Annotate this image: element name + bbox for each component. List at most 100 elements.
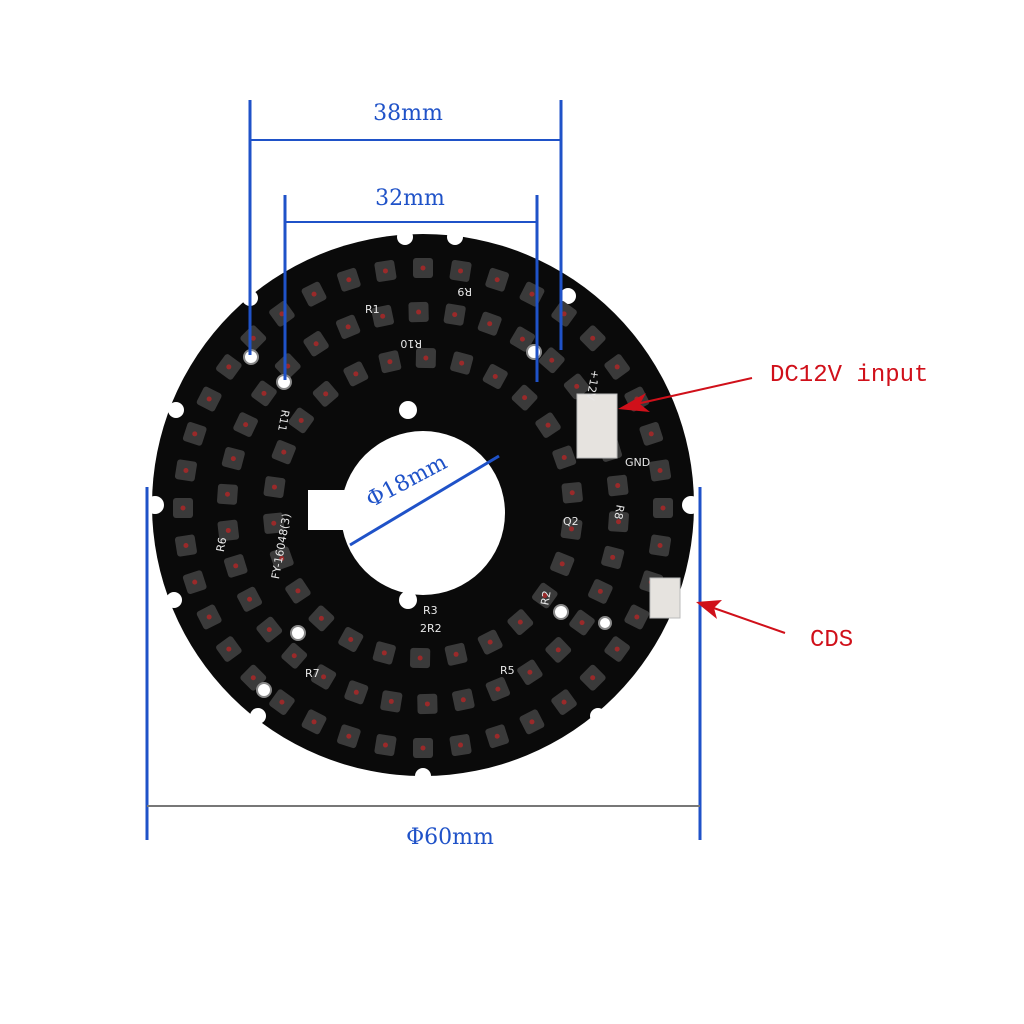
led-dot bbox=[495, 686, 501, 692]
led-dot bbox=[250, 335, 256, 341]
led-dot bbox=[346, 733, 352, 739]
led-dot bbox=[295, 588, 301, 594]
led-dot bbox=[345, 324, 351, 330]
ir-led-array bbox=[173, 258, 673, 758]
led-dot bbox=[318, 615, 324, 621]
silk-label: R1 bbox=[365, 303, 380, 316]
led-dot bbox=[529, 719, 535, 725]
cds-connector bbox=[649, 577, 681, 619]
led-dot bbox=[648, 431, 654, 437]
led-dot bbox=[313, 341, 319, 347]
dimension-38mm-label: 38mm bbox=[373, 101, 443, 126]
led-dot bbox=[559, 561, 565, 567]
led-dot bbox=[590, 675, 596, 681]
led-dot bbox=[243, 422, 249, 428]
led-dot bbox=[323, 391, 329, 397]
led-dot bbox=[233, 563, 239, 569]
silk-label: Q2 bbox=[563, 515, 579, 528]
led-dot bbox=[614, 646, 620, 652]
led-dot bbox=[492, 374, 498, 380]
led-dot bbox=[590, 335, 596, 341]
led-dot bbox=[206, 396, 212, 402]
led-dot bbox=[569, 526, 575, 532]
silk-label: R3 bbox=[423, 604, 438, 617]
led-dot bbox=[192, 579, 198, 585]
led-dot bbox=[579, 620, 585, 626]
dc12v-callout bbox=[618, 377, 753, 412]
led-dot bbox=[561, 311, 567, 317]
dimension-32mm-label: 32mm bbox=[375, 186, 445, 211]
silk-label: R2 bbox=[538, 590, 553, 607]
dimension-38mm bbox=[248, 100, 563, 355]
led-dot bbox=[279, 311, 285, 317]
silk-label: R8 bbox=[611, 504, 626, 521]
led-dot bbox=[616, 519, 622, 525]
led-dot bbox=[657, 467, 663, 473]
led-dot bbox=[271, 520, 277, 526]
led-dot bbox=[545, 422, 551, 428]
led-dot bbox=[487, 321, 493, 327]
silk-label: +12V bbox=[583, 369, 601, 402]
silk-label: R11 bbox=[275, 409, 292, 433]
led-dot bbox=[597, 588, 603, 594]
led-dot bbox=[180, 505, 186, 511]
led-dot bbox=[225, 527, 231, 533]
led-dot bbox=[452, 312, 458, 318]
dimension-18mm-line bbox=[349, 454, 500, 547]
led-dot bbox=[321, 674, 327, 680]
led-dot bbox=[549, 357, 555, 363]
led-dot bbox=[424, 701, 430, 707]
led-dot bbox=[183, 467, 189, 473]
led-dot bbox=[634, 614, 640, 620]
led-dot bbox=[420, 265, 426, 271]
led-dot bbox=[279, 699, 285, 705]
led-dot bbox=[542, 593, 548, 599]
silk-label: R10 bbox=[400, 337, 422, 350]
dimension-60mm bbox=[145, 487, 702, 840]
silk-label: R6 bbox=[214, 536, 229, 553]
led-dot bbox=[494, 733, 500, 739]
led-dot bbox=[271, 484, 277, 490]
silk-label: 2R2 bbox=[420, 622, 442, 635]
led-dot bbox=[555, 647, 561, 653]
led-dot bbox=[614, 364, 620, 370]
led-dot bbox=[348, 636, 354, 642]
led-dot bbox=[423, 355, 429, 361]
led-dot bbox=[311, 291, 317, 297]
led-dot bbox=[346, 277, 352, 283]
led-dot bbox=[298, 417, 304, 423]
silk-label: GND bbox=[625, 456, 650, 469]
led-dot bbox=[311, 719, 317, 725]
led-dot bbox=[206, 614, 212, 620]
led-dot bbox=[569, 490, 575, 496]
cds-callout bbox=[696, 600, 786, 634]
led-dot bbox=[192, 431, 198, 437]
led-dot bbox=[527, 669, 533, 675]
dimension-32mm bbox=[283, 195, 539, 382]
led-dot bbox=[388, 698, 394, 704]
silk-label: R7 bbox=[305, 667, 320, 680]
led-dot bbox=[660, 505, 666, 511]
led-dot bbox=[230, 456, 236, 462]
led-dot bbox=[382, 742, 388, 748]
mounting-holes bbox=[243, 344, 612, 698]
silk-label: R5 bbox=[500, 664, 515, 677]
center-hole bbox=[341, 431, 505, 595]
led-dot bbox=[224, 491, 230, 497]
led-dot bbox=[458, 742, 464, 748]
led-dot bbox=[459, 360, 465, 366]
led-dot bbox=[561, 699, 567, 705]
led-dot bbox=[453, 651, 459, 657]
led-dot bbox=[574, 383, 580, 389]
led-dot bbox=[519, 336, 525, 342]
led-dot bbox=[380, 313, 386, 319]
led-dot bbox=[487, 639, 493, 645]
led-dot bbox=[615, 483, 621, 489]
led-dot bbox=[610, 554, 616, 560]
led-dot bbox=[183, 543, 189, 549]
led-dot bbox=[458, 268, 464, 274]
led-dot bbox=[226, 364, 232, 370]
led-dot bbox=[247, 596, 253, 602]
dimension-60mm-label: Φ60mm bbox=[406, 825, 494, 850]
